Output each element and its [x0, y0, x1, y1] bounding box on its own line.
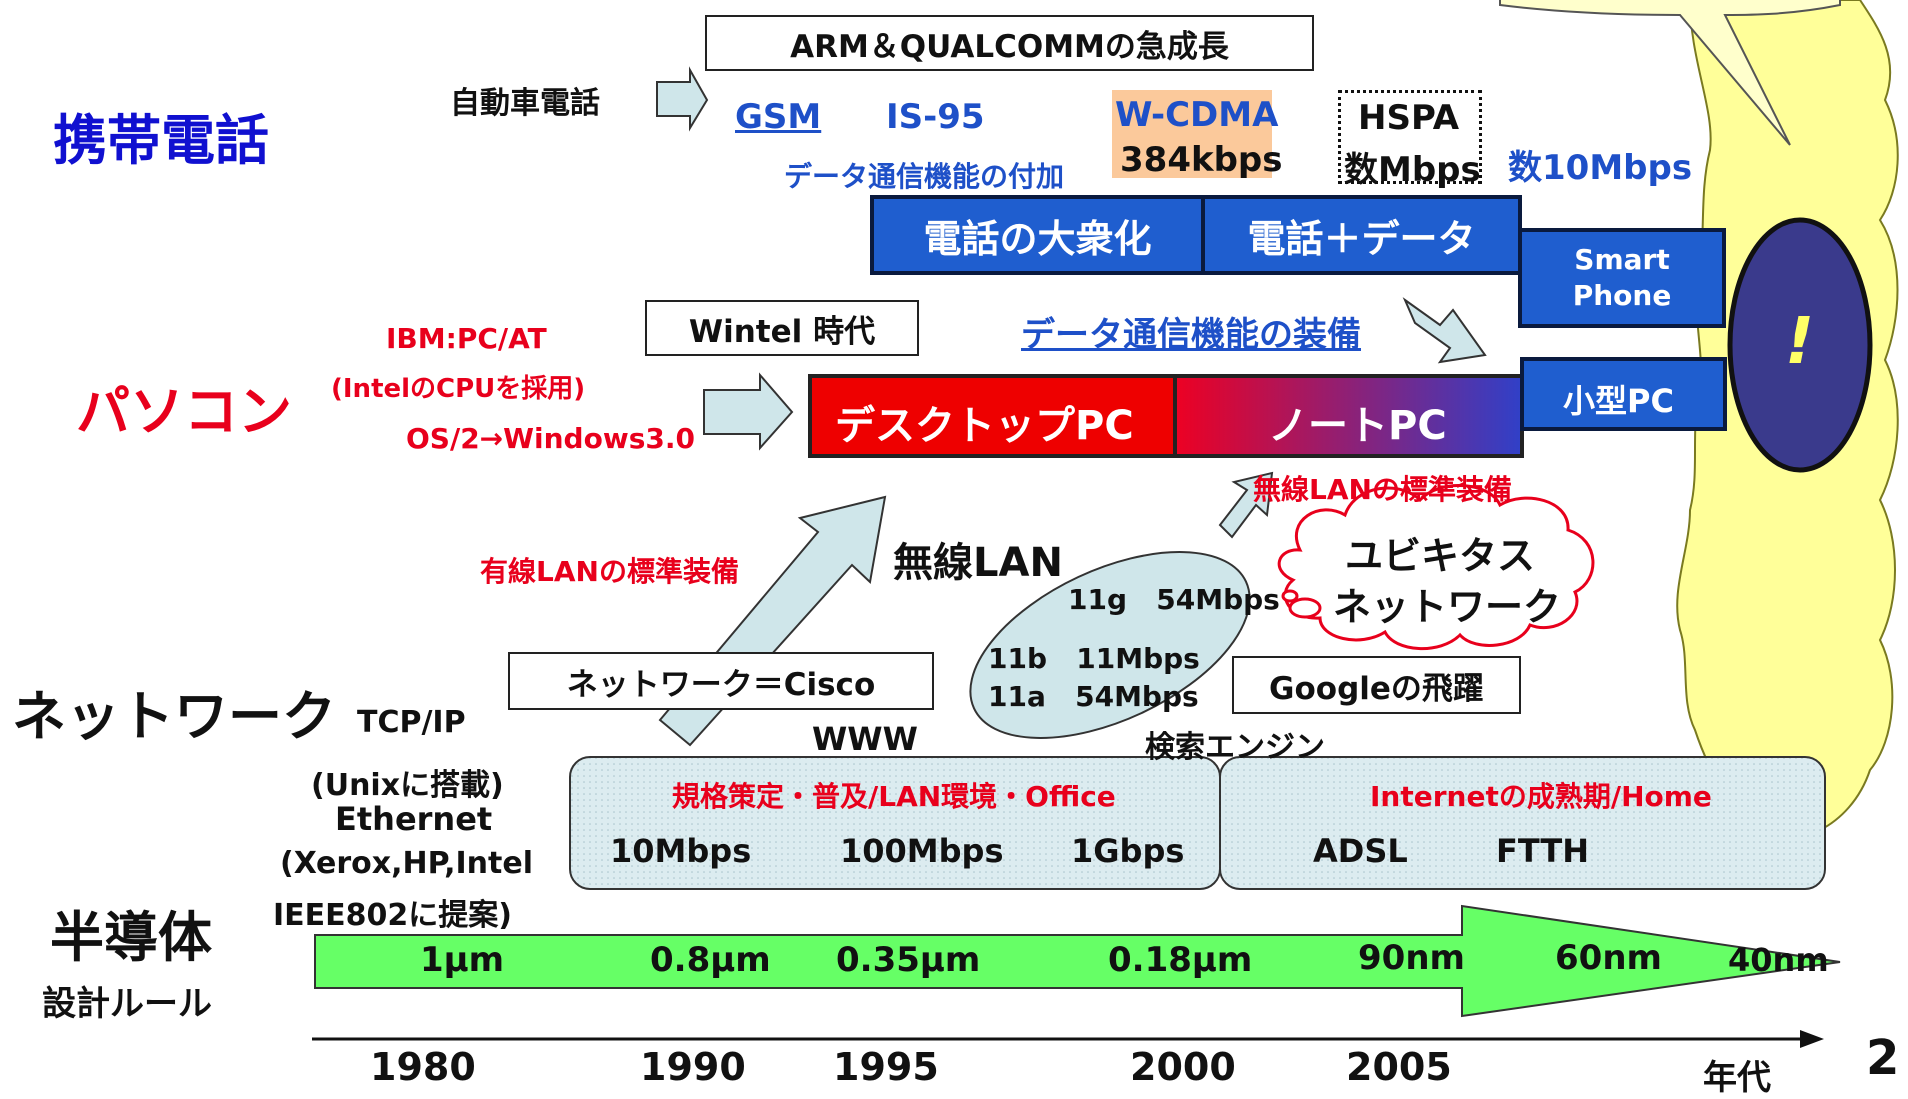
timeline-label: 年代 — [1703, 1058, 1771, 1098]
exclamation-mark: ! — [1785, 305, 1815, 379]
year-2005: 2005 — [1346, 1045, 1452, 1089]
mobile-bar-phone-data-label: 電話＋データ — [1247, 216, 1476, 261]
ethernet-label: Ethernet — [335, 800, 493, 838]
cisco-label: ネットワーク＝Cisco — [566, 666, 876, 703]
arm-qualcomm-box: ARM＆QUALCOMMの急成長 — [705, 15, 1314, 71]
panel1-speed-100m: 100Mbps — [840, 832, 1004, 870]
www-label: WWW — [812, 720, 918, 758]
mobile-bar-popularization-label: 電話の大衆化 — [923, 216, 1152, 261]
intel-cpu-label: (IntelのCPUを採用) — [331, 374, 586, 404]
w11b-label: 11b 11Mbps — [988, 642, 1200, 675]
xerox-label: (Xerox,HP,Intel — [280, 846, 534, 881]
data-equip-label: データ通信機能の装備 — [1021, 315, 1361, 355]
mobile-bar-popularization: 電話の大衆化 — [870, 195, 1205, 275]
year-2000: 2000 — [1130, 1045, 1236, 1089]
wireless-lan-ellipse — [969, 551, 1251, 739]
network-panel-2 — [1219, 756, 1826, 890]
smartphone-box: Smart Phone — [1518, 228, 1726, 328]
panel1-speed-10m: 10Mbps — [610, 832, 752, 870]
google-box: Googleの飛躍 — [1232, 656, 1521, 714]
gsm-label: GSM — [735, 97, 822, 137]
os-label: OS/2→Windows3.0 — [406, 422, 695, 455]
ubiquitous-line2: ネットワーク — [1333, 585, 1562, 629]
ieee-label: IEEE802に提案) — [273, 898, 512, 933]
node-60nm: 60nm — [1555, 938, 1662, 978]
data-equip-arrow — [1402, 297, 1487, 364]
desktop-bar-bg — [808, 374, 1177, 458]
semiconductor-arrow — [314, 904, 1841, 1018]
w11g-label: 11g 54Mbps — [1068, 583, 1280, 616]
hspa-label: HSPA — [1358, 98, 1460, 138]
category-mobile: 携帯電話 — [53, 109, 269, 172]
node-0-8um: 0.8μm — [650, 940, 771, 980]
year-1990: 1990 — [640, 1045, 746, 1089]
is95-label: IS-95 — [886, 97, 985, 137]
pc-arrow — [703, 372, 794, 451]
cisco-box: ネットワーク＝Cisco — [508, 652, 934, 710]
panel2-ftth: FTTH — [1496, 832, 1590, 870]
desktop-pc-label: デスクトップPC — [835, 403, 1134, 449]
wireless-lan-label: 無線LAN — [893, 540, 1063, 586]
node-1um: 1μm — [420, 940, 505, 980]
category-network: ネットワーク — [12, 685, 336, 748]
panel1-title: 規格策定・普及/LAN環境・Office — [672, 780, 1116, 813]
category-design-rule: 設計ルール — [42, 984, 212, 1024]
panel1-speed-1g: 1Gbps — [1071, 832, 1185, 870]
google-label: Googleの飛躍 — [1269, 670, 1484, 707]
node-40nm: 40nm — [1728, 941, 1829, 979]
ubiquitous-line1: ユビキタス — [1345, 534, 1536, 578]
car-phone-label: 自動車電話 — [450, 86, 600, 121]
category-semiconductor: 半導体 — [50, 906, 212, 969]
hspa-box — [1338, 90, 1482, 184]
category-pc: パソコン — [76, 380, 292, 443]
mobile-bar-phone-data: 電話＋データ — [1201, 195, 1522, 275]
wireless-lan-arrow — [1218, 471, 1274, 539]
tcpip-label: TCP/IP — [357, 705, 466, 740]
smartphone-line2: Phone — [1572, 279, 1672, 312]
wlan-equip-label: 無線LANの標準装備 — [1253, 473, 1512, 506]
w11a-label: 11a 54Mbps — [988, 680, 1199, 713]
small-pc-bg — [1520, 357, 1727, 431]
navy-ellipse — [1727, 217, 1873, 473]
small-pc-label: 小型PC — [1563, 382, 1674, 420]
page-number: 2 — [1866, 1030, 1900, 1086]
wcdma-highlight — [1112, 90, 1272, 178]
ibm-label: IBM:PC/AT — [386, 322, 547, 355]
year-1980: 1980 — [370, 1045, 476, 1089]
hspa-speed: 数Mbps — [1344, 150, 1481, 190]
unix-label: (Unixに搭載) — [311, 768, 504, 803]
data-added-label: データ通信機能の付加 — [784, 160, 1065, 193]
node-0-35um: 0.35μm — [836, 940, 981, 980]
node-90nm: 90nm — [1358, 938, 1465, 978]
car-phone-arrow — [656, 66, 709, 132]
wired-lan-label: 有線LANの標準装備 — [480, 555, 739, 588]
ubiquitous-cloud — [1277, 483, 1595, 650]
arm-qualcomm-label: ARM＆QUALCOMMの急成長 — [790, 28, 1229, 65]
panel2-adsl: ADSL — [1313, 832, 1408, 870]
wcdma-label: W-CDMA — [1115, 95, 1279, 135]
search-engine-label: 検索エンジン — [1145, 730, 1325, 765]
wintel-box: Wintel 時代 — [645, 300, 919, 356]
smartphone-line1: Smart — [1574, 243, 1670, 276]
wcdma-speed: 384kbps — [1120, 140, 1283, 180]
panel2-title: Internetの成熟期/Home — [1370, 780, 1712, 813]
speech-bubble — [1499, 0, 1841, 146]
node-0-18um: 0.18μm — [1108, 940, 1253, 980]
notebook-pc-label: ノートPC — [1268, 403, 1447, 449]
wintel-label: Wintel 時代 — [688, 313, 876, 350]
year-1995: 1995 — [833, 1045, 939, 1089]
speed-10m-label: 数10Mbps — [1508, 148, 1693, 188]
